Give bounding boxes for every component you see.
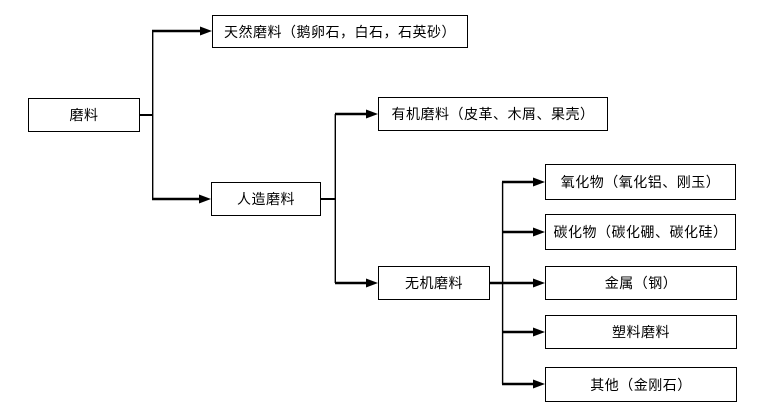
node-natural-abrasive-label: 天然磨料（鹅卵石，白石，石英砂） (224, 25, 456, 41)
arrowhead-to-other (533, 379, 545, 389)
arrowhead-to-metal (533, 278, 545, 288)
node-artificial-abrasive: 人造磨料 (211, 182, 321, 216)
node-metal: 金属（钢） (545, 266, 737, 300)
arrowhead-to-organic (366, 109, 378, 119)
node-carbide-label: 碳化物（碳化硼、碳化硅） (553, 226, 728, 241)
node-plastic-abrasive: 塑料磨料 (545, 315, 737, 349)
arrowhead-to-inorganic (366, 278, 378, 288)
node-inorganic-abrasive: 无机磨料 (378, 266, 490, 300)
node-metal-label: 金属（钢） (604, 277, 678, 292)
node-other-label: 其他（金刚石） (590, 378, 692, 394)
node-abrasive-root: 磨料 (28, 98, 140, 132)
node-carbide: 碳化物（碳化硼、碳化硅） (545, 214, 736, 250)
node-plastic-abrasive-label: 塑料磨料 (612, 326, 670, 341)
arrowhead-to-natural (200, 26, 212, 36)
node-oxide-label: 氧化物（氧化铝、刚玉） (560, 176, 721, 191)
node-abrasive-root-label: 磨料 (69, 109, 99, 124)
arrowhead-to-oxide (533, 177, 545, 187)
arrowhead-to-artificial (199, 194, 211, 204)
node-organic-abrasive-label: 有机磨料（皮革、木屑、果壳） (391, 108, 595, 123)
arrowhead-to-plastic (533, 327, 545, 337)
node-natural-abrasive: 天然磨料（鹅卵石，白石，石英砂） (212, 15, 468, 48)
node-other: 其他（金刚石） (545, 367, 737, 402)
node-organic-abrasive: 有机磨料（皮革、木屑、果壳） (378, 97, 608, 131)
node-artificial-abrasive-label: 人造磨料 (237, 193, 295, 208)
node-oxide: 氧化物（氧化铝、刚玉） (545, 164, 736, 200)
arrowhead-to-carbide (533, 227, 545, 237)
node-inorganic-abrasive-label: 无机磨料 (405, 277, 463, 292)
